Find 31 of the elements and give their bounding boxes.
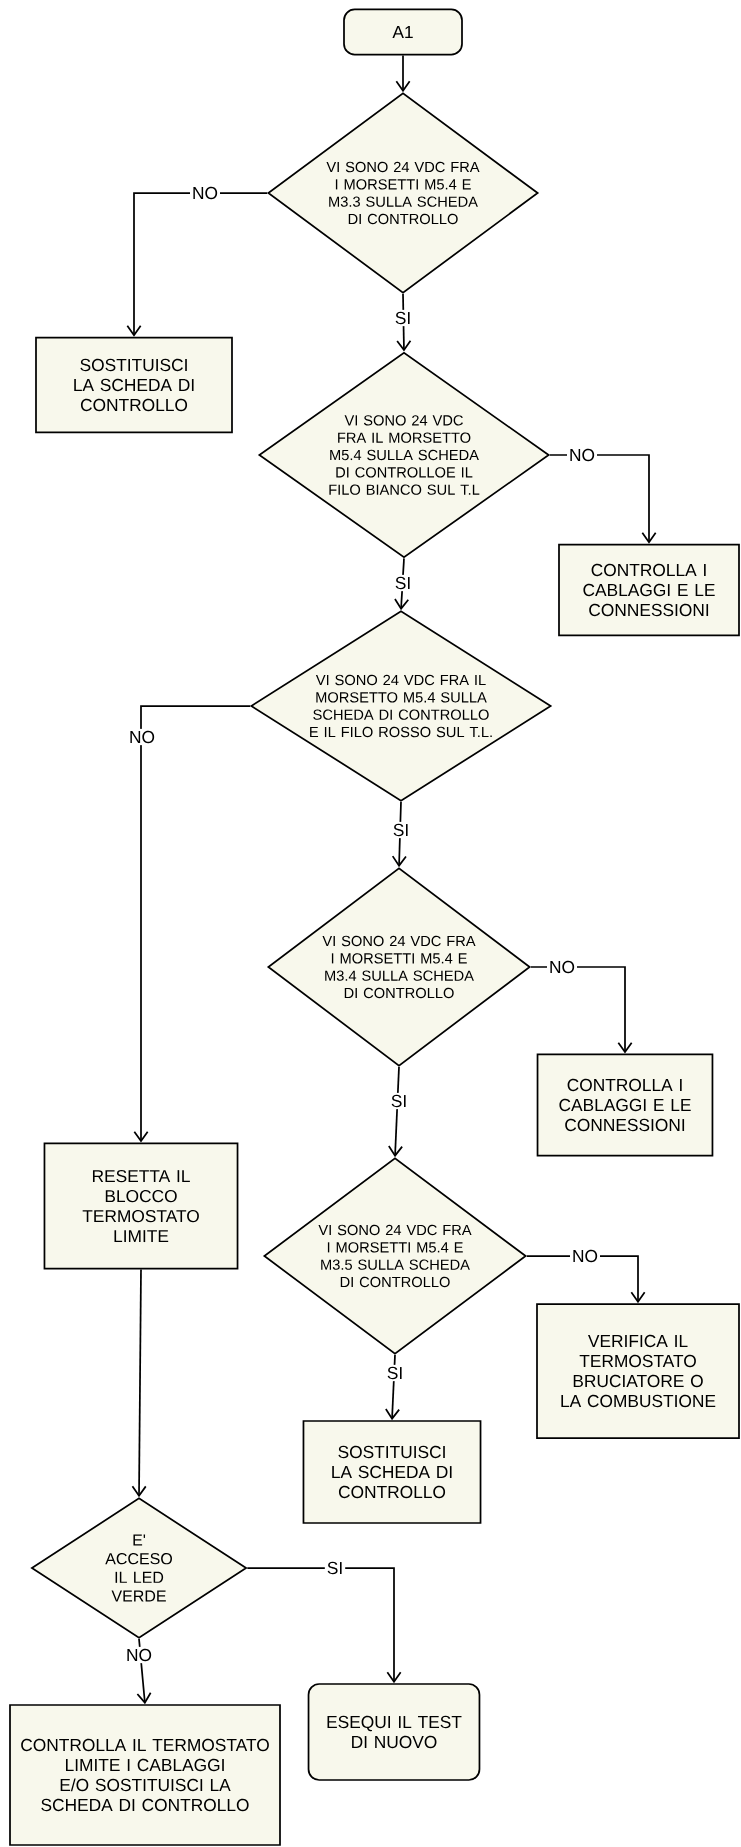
edge-label: SI bbox=[324, 1559, 346, 1577]
edge-label: SI bbox=[384, 1364, 406, 1382]
arrow bbox=[394, 557, 410, 611]
process-box: RESETTA IL BLOCCO TERMOSTATO LIMITE bbox=[43, 1142, 239, 1270]
process-box: VERIFICA IL TERMOSTATO BRUCIATORE O LA COMBUSTIONE bbox=[536, 1303, 740, 1439]
edge-label: NO bbox=[547, 958, 577, 976]
arrow bbox=[384, 1354, 401, 1421]
edge-label: SI bbox=[390, 821, 412, 839]
edge-label: NO bbox=[567, 446, 597, 464]
terminal-box: ESEQUI IL TEST DI NUOVO bbox=[307, 1683, 481, 1781]
edge-label: NO bbox=[127, 728, 157, 746]
process-box: CONTROLLA IL TERMOSTATO LIMITE I CABLAGGI E/O SOSTITUISCI LA SCHEDA DI CONTROLLO bbox=[9, 1704, 281, 1846]
arrow bbox=[131, 1268, 147, 1498]
terminal-box: A1 bbox=[343, 8, 463, 56]
process-box: SOSTITUISCI LA SCHEDA DI CONTROLLO bbox=[35, 336, 233, 434]
edge-label: NO bbox=[124, 1646, 154, 1664]
process-box: SOSTITUISCI LA SCHEDA DI CONTROLLO bbox=[302, 1420, 482, 1524]
edge-label: NO bbox=[190, 184, 220, 202]
arrow bbox=[126, 192, 268, 337]
edge-label: SI bbox=[388, 1092, 410, 1110]
arrow bbox=[391, 801, 407, 868]
arrow bbox=[387, 1066, 403, 1158]
edge-label: SI bbox=[392, 309, 414, 327]
arrow bbox=[133, 705, 251, 1143]
arrow bbox=[246, 1567, 402, 1684]
arrow bbox=[395, 54, 411, 93]
process-box: CONTROLLA I CABLAGGI E LE CONNESSIONI bbox=[558, 543, 740, 637]
arrow bbox=[396, 293, 412, 352]
process-box: CONTROLLA I CABLAGGI E LE CONNESSIONI bbox=[536, 1053, 714, 1157]
edge-label: SI bbox=[392, 574, 414, 592]
edge-label: NO bbox=[570, 1247, 600, 1265]
